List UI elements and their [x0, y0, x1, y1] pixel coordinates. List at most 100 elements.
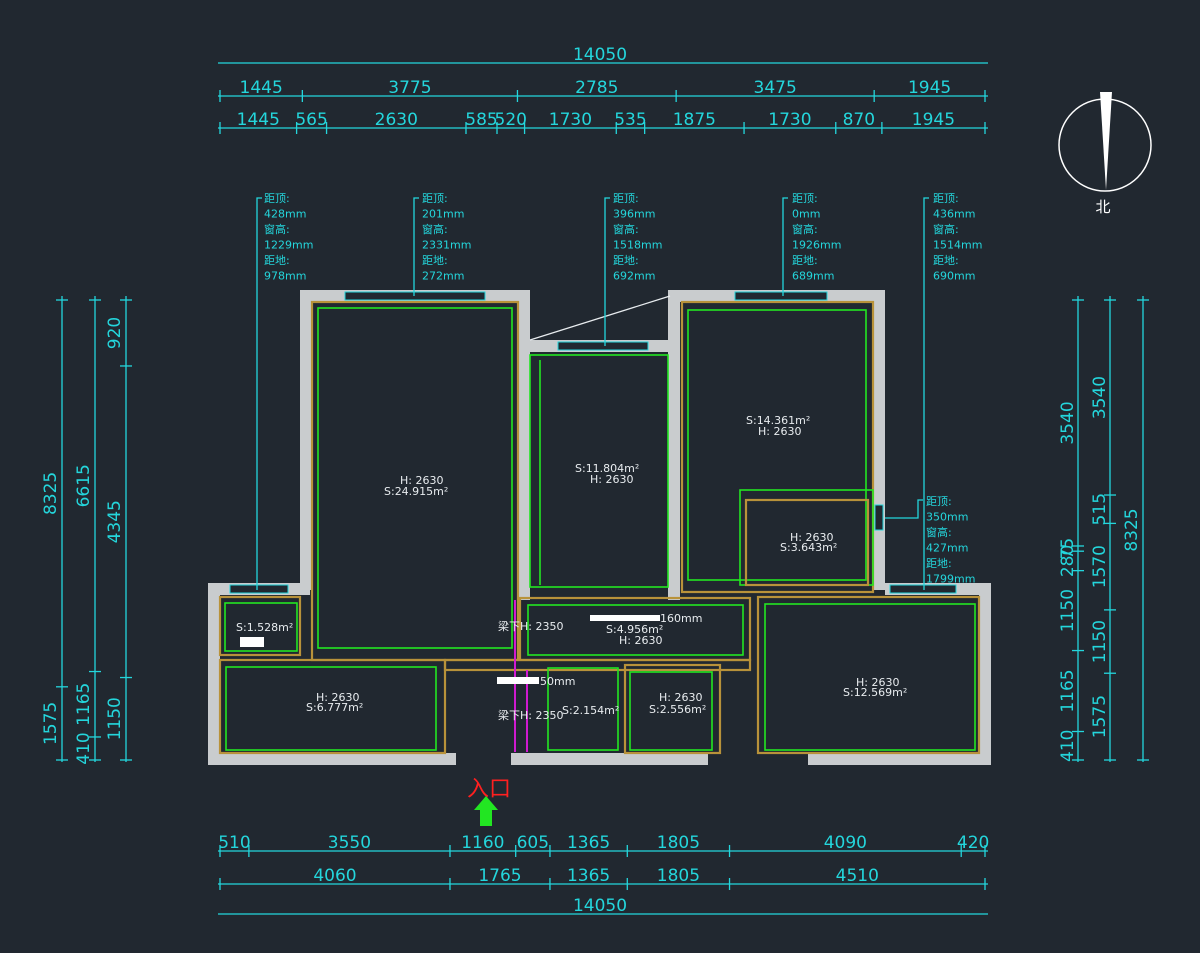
se-area: S:12.569m²	[843, 686, 907, 699]
dim-label: 1365	[567, 833, 610, 853]
dim-label: 1150	[105, 697, 125, 740]
dim-label: 1945	[908, 78, 951, 98]
dim-label: 1445	[237, 110, 280, 130]
dim-label: 870	[843, 110, 875, 130]
mid-area: S:11.804m²	[575, 462, 639, 475]
bottom-overall-dim: 14050	[573, 896, 627, 916]
dim-label: 1150	[1058, 589, 1078, 632]
window-note-line: 窗高:	[613, 222, 639, 236]
window-note-line: 0mm	[792, 208, 820, 221]
dim-label: 3775	[388, 78, 431, 98]
window-note-line: 1229mm	[264, 239, 313, 252]
dim-label: 565	[295, 110, 327, 130]
window-note-line: 距顶:	[792, 192, 818, 205]
dim-label: 1945	[912, 110, 955, 130]
dim-label: 4090	[824, 833, 867, 853]
dim-label: 2630	[375, 110, 418, 130]
dim-label: 75	[1058, 538, 1078, 560]
dim-label: 1875	[673, 110, 716, 130]
window-note-line: 350mm	[926, 511, 968, 524]
dim-label: 920	[105, 317, 125, 349]
beam-height-1: 梁下H: 2350	[498, 619, 563, 633]
beam-height-2: 梁下H: 2350	[498, 708, 563, 722]
dim-label: 4345	[105, 500, 125, 543]
window-note-line: 距地:	[422, 254, 448, 267]
window-note-line: 距地:	[933, 254, 959, 267]
dim-label: 515	[1090, 493, 1110, 525]
window-note-line: 距顶:	[933, 192, 959, 205]
bath-area: S:3.643m²	[780, 541, 837, 554]
window-note-line: 2331mm	[422, 239, 471, 252]
s4-area: S:2.154m²	[562, 704, 619, 717]
s5-height: H: 2630	[659, 691, 702, 704]
window-note-line: 距地:	[792, 254, 818, 267]
dim-label: 1165	[1058, 669, 1078, 712]
dim-label: 2785	[575, 78, 618, 98]
north-label: 北	[1095, 198, 1110, 216]
hall-height: H: 2630	[619, 634, 662, 647]
dim-label: 3540	[1058, 401, 1078, 444]
window-notes: 距顶:428mm窗高:1229mm距地:978mm距顶:201mm窗高:2331…	[256, 192, 982, 590]
window-note-line: 690mm	[933, 270, 975, 283]
window-note-line: 692mm	[613, 270, 655, 283]
window-note-line: 距顶:	[613, 192, 639, 205]
room-labels: H: 2630 S:24.915m² S:11.804m² H: 2630 S:…	[236, 414, 907, 722]
dim-label: 1730	[549, 110, 592, 130]
sw-area: S:6.777m²	[306, 701, 363, 714]
dim-label: 510	[218, 833, 250, 853]
hall-width-note: 160mm	[660, 612, 702, 625]
room-outlines	[218, 300, 981, 755]
dim-label: 410	[74, 732, 94, 764]
dim-label: 1445	[240, 78, 283, 98]
window-note-line: 窗高:	[926, 525, 952, 539]
window-note-line: 201mm	[422, 208, 464, 221]
north-arrow-icon	[1100, 92, 1112, 190]
window-note-line: 距地:	[264, 254, 290, 267]
dim-label: 520	[495, 110, 527, 130]
window-note-line: 距地:	[613, 254, 639, 267]
window-note-line: 窗高:	[792, 222, 818, 236]
bath-height: H: 2630	[790, 531, 833, 544]
window-note-line: 396mm	[613, 208, 655, 221]
s5-area: S:2.556m²	[649, 703, 706, 716]
dim-label: 280	[1058, 545, 1078, 577]
window-note-line: 窗高:	[422, 222, 448, 236]
dim-label: 8325	[41, 472, 61, 515]
dim-label: 1570	[1090, 545, 1110, 588]
dim-label: 1730	[768, 110, 811, 130]
window-note-line: 689mm	[792, 270, 834, 283]
dim-label: 3550	[328, 833, 371, 853]
sw-height: H: 2630	[316, 691, 359, 704]
dim-label: 1805	[657, 833, 700, 853]
entrance-arrow-icon	[474, 796, 498, 826]
hall-area: S:4.956m²	[606, 623, 663, 636]
right-dimensions: 3540752801150116541035405151570115015758…	[1058, 296, 1149, 762]
dim-label: 1575	[1090, 695, 1110, 738]
window-note-line: 428mm	[264, 208, 306, 221]
living-area: S:24.915m²	[384, 485, 448, 498]
window-note-line: 1514mm	[933, 239, 982, 252]
dim-label: 585	[465, 110, 497, 130]
entry-width-note: 50mm	[540, 675, 575, 688]
dim-label: 1765	[478, 866, 521, 886]
living-height: H: 2630	[400, 474, 443, 487]
window-note-line: 1926mm	[792, 239, 841, 252]
dim-label: 6615	[74, 464, 94, 507]
entrance-marker: 入口	[467, 777, 511, 826]
dim-label: 3540	[1090, 376, 1110, 419]
window-note-line: 427mm	[926, 542, 968, 555]
mid-height: H: 2630	[590, 473, 633, 486]
dim-label: 1365	[567, 866, 610, 886]
window-note-line: 1799mm	[926, 573, 975, 586]
entrance-label: 入口	[467, 777, 511, 802]
dim-label: 420	[957, 833, 989, 853]
dim-label: 1805	[657, 866, 700, 886]
window-note-line: 距地:	[926, 557, 952, 570]
window-note-line: 距顶:	[926, 495, 952, 508]
walls	[208, 290, 991, 765]
top-overall-dim: 14050	[573, 45, 627, 65]
